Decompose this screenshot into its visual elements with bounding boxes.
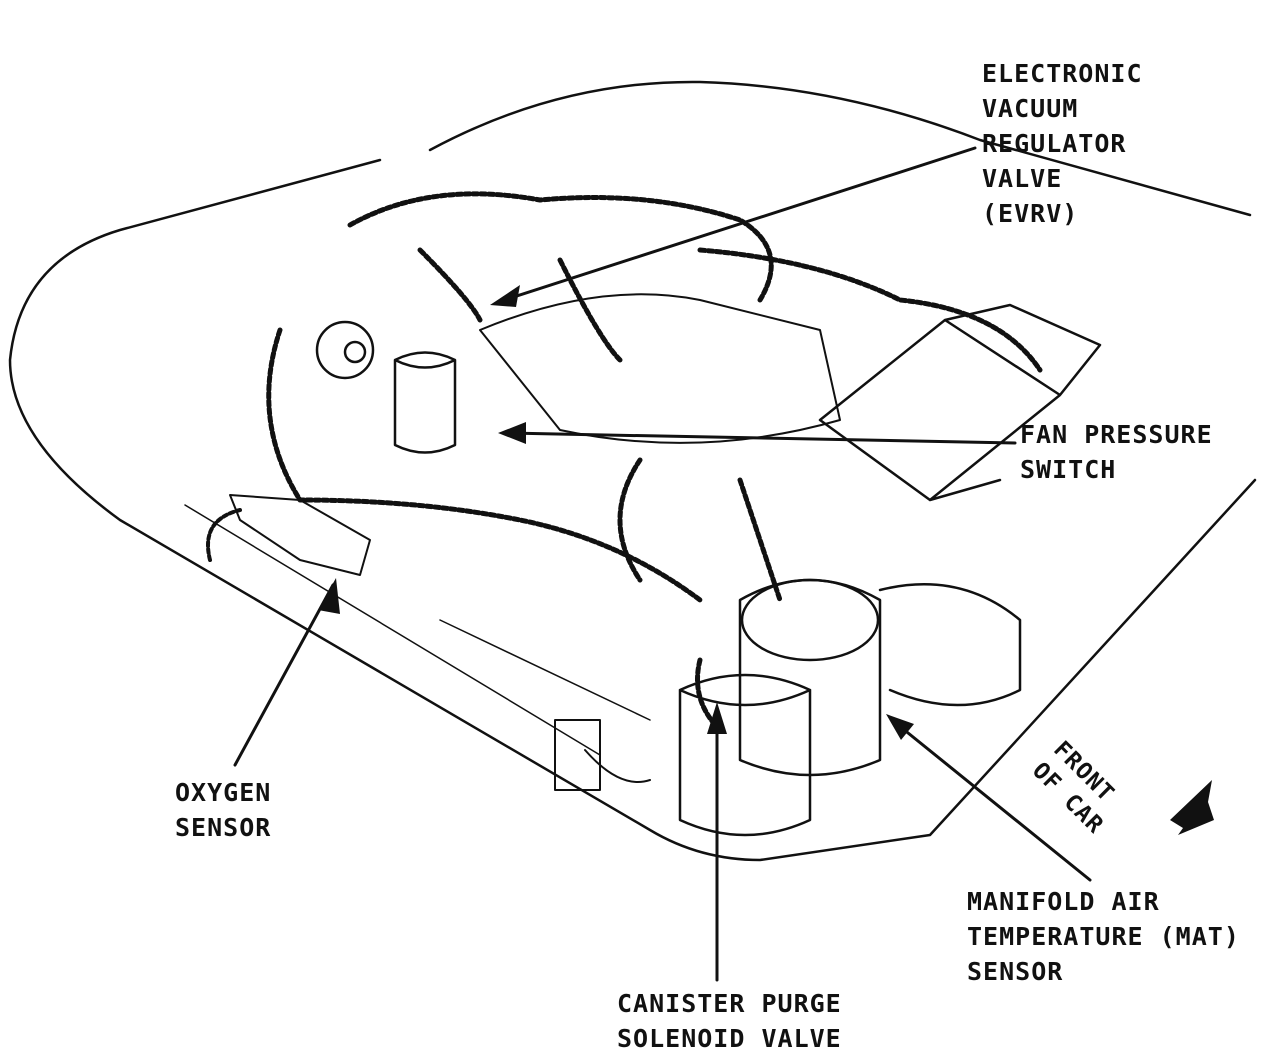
filter-canister bbox=[393, 351, 457, 454]
lower-bracket bbox=[554, 719, 651, 791]
wiring-harness-4 bbox=[617, 457, 783, 603]
compartment-inner-edge bbox=[184, 504, 651, 756]
wiring-harness-1 bbox=[347, 191, 774, 303]
mat-leader bbox=[890, 718, 1092, 882]
plenum-box bbox=[818, 303, 1102, 502]
canister-arrowhead bbox=[707, 702, 727, 734]
mat-sensor-label: MANIFOLD AIR TEMPERATURE (MAT) SENSOR bbox=[967, 887, 1240, 986]
mat-housing bbox=[878, 583, 1022, 707]
evrv-arrowhead bbox=[490, 285, 520, 307]
oxygen-leader bbox=[233, 583, 335, 767]
alternator bbox=[315, 320, 375, 380]
wiring-harness-6 bbox=[417, 247, 623, 363]
mat-arrowhead bbox=[886, 714, 914, 740]
intake-plenum bbox=[479, 293, 841, 444]
evrv-label: ELECTRONIC VACUUM REGULATOR VALVE (EVRV) bbox=[982, 59, 1143, 228]
wiring-harness-2 bbox=[266, 327, 703, 603]
evrv-leader bbox=[496, 146, 977, 304]
front-arrow-icon bbox=[1170, 780, 1214, 835]
oxygen-arrowhead bbox=[318, 578, 340, 614]
fan-switch-arrowhead bbox=[498, 422, 526, 444]
wiring-harness-3 bbox=[697, 247, 1043, 373]
canister-purge-label: CANISTER PURGE SOLENOID VALVE bbox=[617, 989, 842, 1050]
fan-pressure-switch-label: FAN PRESSURE SWITCH bbox=[1020, 420, 1213, 484]
purge-canister bbox=[678, 673, 812, 837]
oxygen-sensor-label: OXYGEN SENSOR bbox=[175, 778, 272, 842]
o2-connector bbox=[229, 494, 371, 576]
compartment-outline bbox=[8, 80, 1257, 862]
fan-switch-leader bbox=[503, 431, 1017, 445]
